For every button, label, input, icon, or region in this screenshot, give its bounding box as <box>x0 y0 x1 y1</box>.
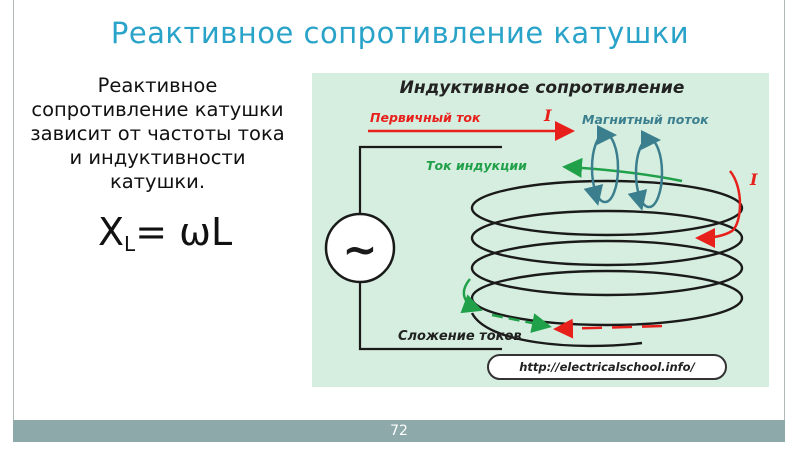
formula-rhs: = ωL <box>135 210 233 254</box>
right-current-symbol: I <box>749 170 758 189</box>
magnetic-flux-label: Магнитный поток <box>582 112 709 127</box>
primary-current-label: Первичный ток <box>370 110 481 125</box>
page-number: 72 <box>390 423 408 439</box>
formula-subscript: L <box>124 232 136 256</box>
slide-body-text: Реактивное сопротивление катушки зависит… <box>30 74 285 193</box>
formula-lhs: X <box>98 210 125 254</box>
green-curl-arrow <box>460 278 483 314</box>
ac-source-symbol: ~ <box>342 225 377 274</box>
primary-current-symbol: I <box>543 106 552 125</box>
ac-source: ~ <box>324 212 396 284</box>
right-current-arrow <box>695 170 742 248</box>
green-dashed-arrow <box>491 313 552 333</box>
red-dashed-arrows <box>553 318 663 339</box>
figure-heading: Индуктивное сопротивление <box>400 78 685 98</box>
induced-current-arrow <box>562 157 683 183</box>
footer-bar: 72 <box>13 420 785 442</box>
inductance-figure: Индуктивное сопротивление Первичный ток … <box>312 73 769 387</box>
slide-title: Реактивное сопротивление катушки <box>110 16 690 50</box>
induced-current-label: Ток индукции <box>426 158 527 173</box>
source-url: http://electricalschool.info/ <box>519 360 695 374</box>
source-url-box: http://electricalschool.info/ <box>487 354 727 380</box>
current-sum-label: Сложение токов <box>398 329 522 344</box>
formula: XL= ωL <box>98 210 232 256</box>
circuit-wire <box>358 145 502 351</box>
magnetic-flux-loops <box>583 125 664 211</box>
